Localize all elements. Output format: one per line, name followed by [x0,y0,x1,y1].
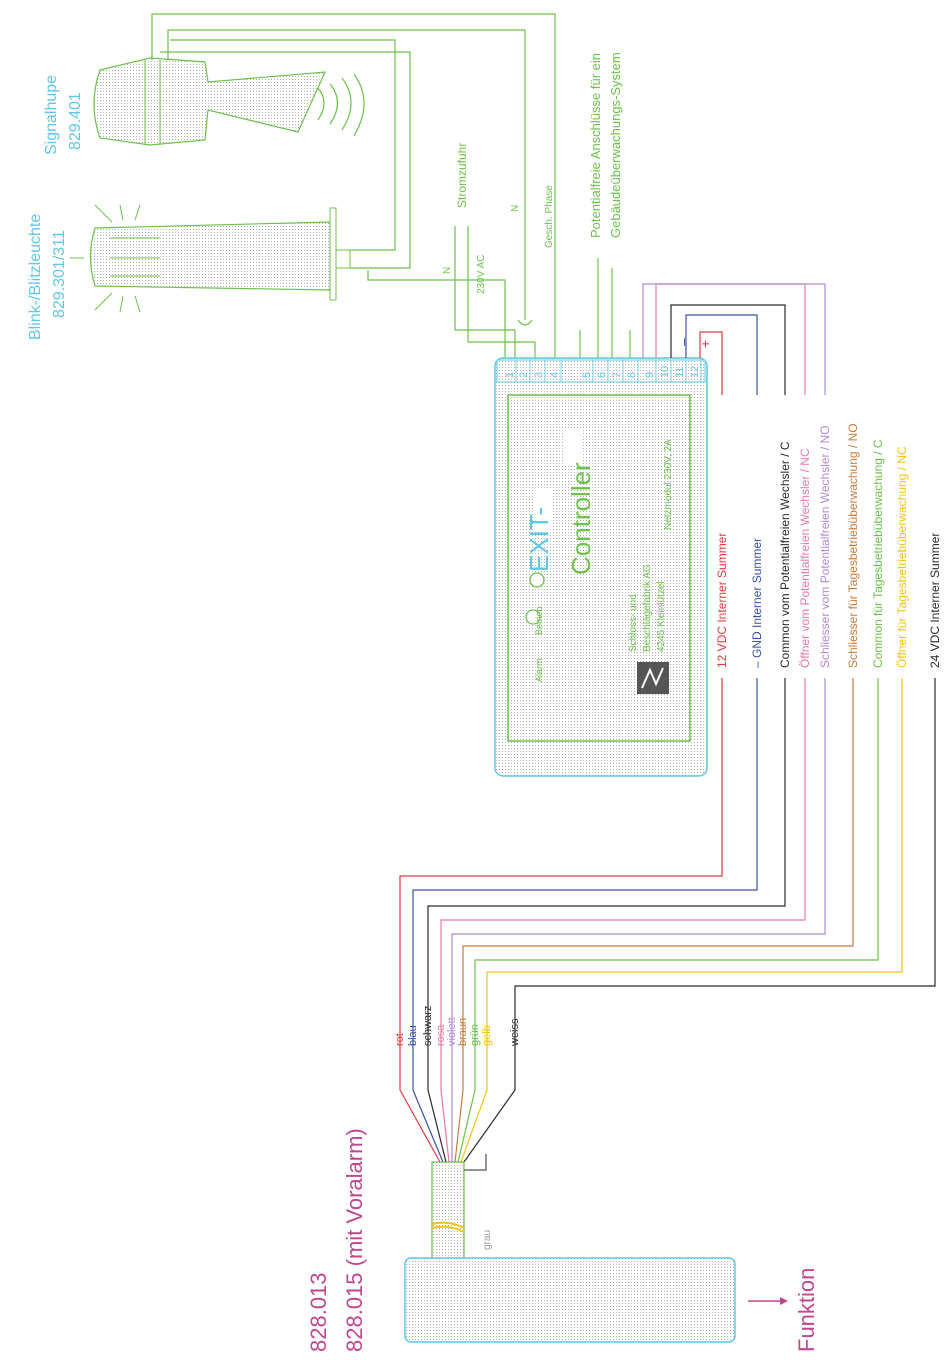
terminal-12: 12 [689,366,701,378]
function-wire-top [685,314,758,395]
function-wire-bottom [454,678,854,1163]
function-wire-top [642,283,826,395]
function-label-item: 12 VDC Interner Summer [715,533,729,668]
function-label-item: Öffner für Tagesbetriebüberwachung / NC [895,446,909,668]
function-label-item: Common für Tagesbetriebüberwachung / C [871,439,885,668]
netzmodul-label: Netzmodul 230V, 2A [663,439,674,530]
terminal-8: 8 [626,372,638,378]
cable: grau [431,1154,493,1261]
cable-shield-label: grau [482,1230,493,1250]
device-wiring [151,13,631,360]
operation-led [529,572,545,588]
function-wire-bottom [457,678,879,1163]
wire-label: gelb [481,1025,493,1046]
horn-body [93,57,326,146]
function-wire-top [670,304,786,395]
wire-label: grün [469,1024,481,1046]
terminal-plus: + [697,340,713,348]
function-wire-top [699,331,723,395]
alarm-led [525,609,541,625]
function-wires [399,283,936,1163]
terminal-3: 3 [533,372,545,378]
device-model-2: 828.015 (mit Voralarm) [342,1128,367,1352]
terminal-7: 7 [611,372,623,378]
horn-model: 829.401 [67,92,84,150]
terminal-6: 6 [596,372,608,378]
lamp-title: Blink-/Blitzleuchte [27,214,44,340]
function-wire-bottom [427,678,786,1163]
function-label: Funktion [794,1268,819,1352]
terminal-10: 10 [659,366,671,378]
supply-label: Stromzufuhr [455,143,469,208]
supply-n-label: N [442,267,453,274]
wire-label: blau [407,1025,419,1046]
potential-free-line2: Gebäudeüberwachungs-System [608,52,623,238]
wire-label: weiss [509,1018,521,1047]
terminal-1: 1 [504,372,516,378]
device-model-1: 828.013 [306,1272,331,1352]
function-wire-bottom [399,678,723,1163]
function-wire-bottom [440,678,806,1163]
function-label-item: 24 VDC Interner Summer [928,533,942,668]
function-label-item: Common vom Potentialfreien Wechsler / C [778,441,792,668]
wire-label: rot [394,1033,406,1046]
terminal-9: 9 [644,372,656,378]
supply-voltage: 230V AC [476,255,487,294]
company-line2: Beschlägefabrik AG [642,564,653,652]
signal-horn [93,57,365,146]
supply-n2-label: N [510,205,521,212]
alarm-label: Alarm [534,658,544,682]
wire-label: rosa [435,1024,447,1046]
supply-phase-label: Gesch. Phase [544,185,555,248]
wire-label: schwarz [422,1006,434,1046]
function-label-item: Schliesser vom Potentialfreien Wechsler … [818,425,832,668]
function-wire-bottom [412,678,758,1163]
controller-title-exit: EXIT- [524,507,554,572]
horn-title: Signalhupe [43,75,60,155]
operation-label: Betrieb [534,606,544,635]
function-wire-bottom [451,678,826,1162]
terminal-4: 4 [549,372,561,378]
terminal-2: 2 [518,372,530,378]
cable-sheath [431,1161,465,1261]
function-label-item: Öffner vom Potentialfreien Wechsler / NC [798,448,812,668]
wire-label: violett [446,1017,458,1046]
function-labels: 12 VDC Interner Summer – GND Interner Sum… [715,423,942,668]
function-label-item: – GND Interner Summer [750,538,764,668]
lamp-model: 829.301/311 [51,230,68,318]
function-label-item: Schliesser für Tagesbetriebüberwachung /… [846,423,860,668]
terminal-5: 5 [581,372,593,378]
door-device [404,1257,736,1343]
function-wire-bottom [460,678,903,1163]
company-line3: 4245 Kleinlützel [656,581,667,652]
flash-lamp [70,204,351,313]
terminal-11: 11 [674,367,686,378]
wire-label: braun [457,1018,469,1046]
potential-free-line1: Potentialfreie Anschlüsse für ein [588,53,603,238]
terminal-minus: – [675,338,691,346]
terminal-strip [496,359,706,383]
function-wire-bottom [463,678,936,1163]
lamp-body [89,221,331,291]
controller-title-controller: Controller [566,462,596,575]
company-line1: Schloss- und [628,594,639,652]
